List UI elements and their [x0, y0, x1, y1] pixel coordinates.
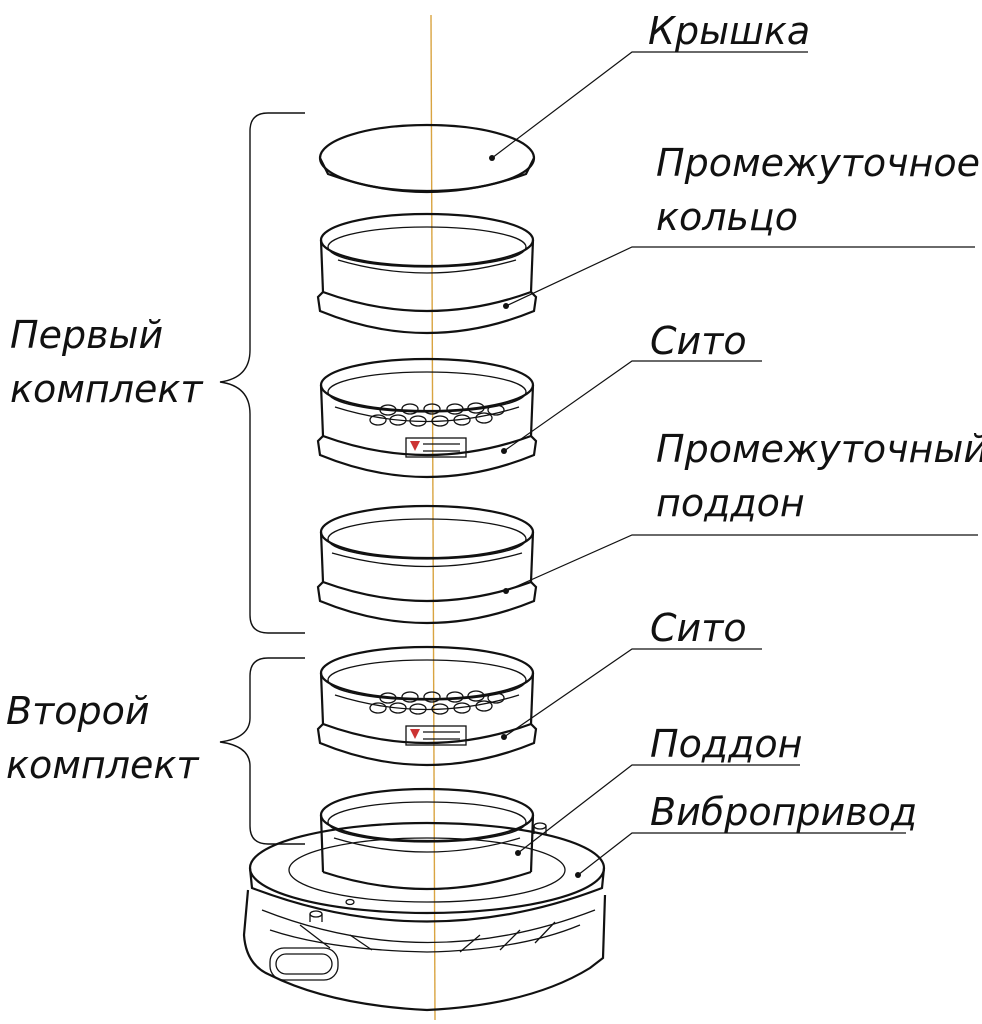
pan-part [319, 787, 535, 891]
sieve-1-holes [369, 402, 505, 427]
label-first-set-line1: Первый [10, 313, 163, 357]
second-set-brace [219, 657, 305, 845]
lid-part [318, 123, 536, 194]
sieve-2-nameplate [405, 725, 467, 746]
sieve-2-part [316, 645, 538, 767]
label-sieve-2: Сито [650, 606, 747, 650]
label-vibrodrive: Вибропривод [650, 790, 917, 834]
center-axis [430, 14, 436, 1021]
leader-lines [489, 51, 978, 878]
label-intermediate-ring-line2: кольцо [656, 195, 798, 239]
label-second-set-line1: Второй [6, 689, 150, 733]
label-sieve-1: Сито [650, 319, 747, 363]
label-second-set-line2: комплект [6, 743, 200, 787]
label-intermediate-pan-line1: Промежуточный [656, 427, 982, 471]
label-intermediate-ring-line1: Промежуточное [656, 141, 980, 185]
label-intermediate-pan-line2: поддон [656, 481, 805, 525]
label-lid: Крышка [648, 9, 810, 53]
intermediate-ring-part [316, 212, 538, 335]
first-set-brace [219, 112, 305, 634]
sieve-2-holes [369, 690, 505, 715]
vibrodrive-part [242, 821, 607, 1012]
sieve-1-nameplate [405, 437, 467, 458]
label-first-set-line2: комплект [10, 367, 204, 411]
label-pan: Поддон [650, 722, 802, 766]
sieve-1-part [316, 357, 538, 479]
intermediate-pan-part [316, 504, 538, 625]
